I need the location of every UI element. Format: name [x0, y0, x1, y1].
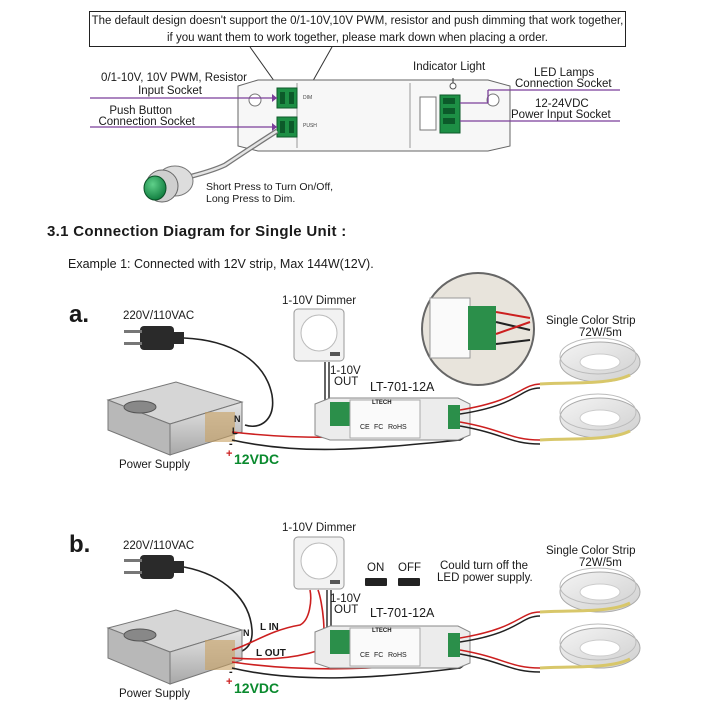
psu-n-b: N	[243, 628, 250, 638]
diagram-b-letter: b.	[69, 531, 91, 558]
strip-label-a-1: Single Color Strip	[546, 315, 636, 327]
label-press-2: Long Press to Dim.	[206, 193, 296, 205]
l-in-label: L IN	[260, 622, 279, 633]
psu-minus-b: -	[229, 666, 233, 678]
note-line-1: The default design doesn't support the 0…	[91, 15, 624, 27]
label-push-socket-2: Connection Socket	[98, 116, 195, 128]
note-line-2: if you want them to work together, pleas…	[167, 32, 548, 44]
diagram-a-letter: a.	[69, 301, 90, 328]
psu-plus-a: +	[226, 448, 233, 460]
psu-n-a: N	[234, 414, 241, 424]
l-out-label: L OUT	[256, 648, 286, 659]
rohs-mark-b: RoHS	[388, 652, 407, 659]
switch-on-icon	[365, 578, 387, 586]
label-dimming-socket-2: Input Socket	[138, 85, 202, 97]
led-strip-a1	[539, 337, 641, 386]
label-push-socket-1: Push Button	[109, 105, 172, 117]
turn-off-label-2: LED power supply.	[437, 572, 533, 584]
plug-b	[124, 555, 184, 579]
strip-label-a-2: 72W/5m	[579, 327, 622, 339]
controller-label-a: LT-701-12A	[370, 380, 435, 394]
ce-mark-b: CE	[360, 652, 370, 659]
label-press-1: Short Press to Turn On/Off,	[206, 181, 334, 193]
switch-off-label: OFF	[398, 562, 421, 574]
out-label-a-2: OUT	[334, 376, 359, 388]
controller-a	[314, 397, 471, 441]
label-dimming-socket-1: 0/1-10V, 10V PWM, Resistor	[101, 72, 247, 84]
svg-text:PUSH: PUSH	[303, 123, 317, 129]
dimmer-label-b: 1-10V Dimmer	[282, 522, 357, 534]
psu-label-b: Power Supply	[119, 688, 190, 700]
power-supply-b	[106, 609, 244, 685]
svg-text:DIM: DIM	[303, 95, 312, 101]
label-led-socket-2: Connection Socket	[515, 78, 612, 90]
diagram-b	[106, 536, 641, 685]
psu-minus-a: -	[229, 438, 233, 450]
psu-label-a: Power Supply	[119, 459, 190, 471]
strip-label-b-1: Single Color Strip	[546, 545, 636, 557]
power-supply-a	[106, 381, 244, 456]
controller-b	[314, 625, 471, 669]
psu-l-a: L	[232, 426, 238, 436]
label-power-socket-1: 12-24VDC	[535, 98, 589, 110]
rohs-mark-a: RoHS	[388, 424, 407, 431]
switch-off-icon	[398, 578, 420, 586]
section-heading: 3.1 Connection Diagram for Single Unit :	[47, 223, 347, 240]
led-strip-b1	[539, 567, 641, 614]
led-strip-a2	[539, 393, 641, 442]
strip-label-b-2: 72W/5m	[579, 557, 622, 569]
example-text: Example 1: Connected with 12V strip, Max…	[68, 257, 374, 271]
psu-plus-b: +	[226, 676, 233, 688]
note-box: The default design doesn't support the 0…	[89, 11, 626, 47]
out-label-a-1: 1-10V	[330, 365, 361, 377]
led-strip-b2	[539, 623, 641, 670]
fc-mark-b: FC	[374, 652, 384, 659]
mains-label-b: 220V/110VAC	[123, 540, 195, 552]
brand-mark-a: LTECH	[372, 400, 392, 406]
ce-mark-a: CE	[360, 424, 370, 431]
vdc-label-a: 12VDC	[234, 451, 280, 467]
diagram-a	[106, 272, 641, 456]
out-label-b-2: OUT	[334, 604, 359, 616]
dimmer-a	[293, 308, 345, 362]
controller-label-b: LT-701-12A	[370, 606, 435, 620]
fc-mark-a: FC	[374, 424, 384, 431]
label-power-socket-2: Power Input Socket	[511, 109, 611, 121]
switch-on-label: ON	[367, 562, 385, 574]
mains-label-a: 220V/110VAC	[123, 310, 195, 322]
plug-a	[124, 326, 184, 350]
out-label-b-1: 1-10V	[330, 593, 361, 605]
label-led-socket-1: LED Lamps	[534, 67, 595, 79]
dimmer-label-a: 1-10V Dimmer	[282, 295, 357, 307]
top-controller: DIM PUSH	[90, 46, 620, 203]
dimmer-b	[293, 536, 345, 590]
vdc-label-b: 12VDC	[234, 680, 280, 696]
label-indicator: Indicator Light	[413, 61, 486, 73]
brand-mark-b: LTECH	[372, 628, 392, 634]
zoom-detail	[421, 272, 535, 386]
turn-off-label-1: Could turn off the	[440, 560, 529, 572]
